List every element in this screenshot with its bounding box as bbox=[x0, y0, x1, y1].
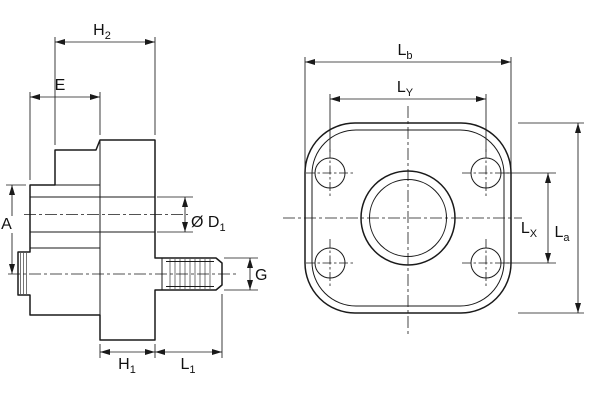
bolt-hole-centermarks bbox=[306, 149, 510, 287]
lb-extension-lines bbox=[304, 57, 512, 170]
dim-e: E bbox=[29, 77, 101, 180]
dim-la: La bbox=[518, 122, 584, 314]
front-view: Lb LY LX La bbox=[283, 42, 584, 336]
dim-ly: LY bbox=[329, 79, 487, 152]
a-label-mask bbox=[0, 216, 14, 233]
side-view: H2 E A Ø D1 G bbox=[0, 22, 267, 376]
h1-l1-extension-lines bbox=[99, 294, 223, 358]
e-extension-lines bbox=[29, 92, 101, 180]
la-extension-lines bbox=[518, 122, 584, 314]
side-part-outline bbox=[17, 139, 223, 341]
dim-label-lx: LX bbox=[521, 220, 538, 240]
ly-extension-lines bbox=[329, 94, 487, 152]
dim-label-e: E bbox=[55, 77, 66, 94]
dim-label-ly: LY bbox=[397, 79, 414, 99]
dim-a: A bbox=[0, 184, 26, 274]
h2-extension-lines bbox=[54, 37, 156, 145]
port-thread-hatch bbox=[20, 253, 27, 294]
bolt-holes bbox=[306, 149, 510, 287]
dim-label-h1: H1 bbox=[118, 356, 136, 376]
dim-g: G bbox=[224, 257, 267, 291]
dim-label-g: G bbox=[255, 267, 267, 284]
dim-d1: Ø D1 bbox=[157, 196, 226, 234]
dim-label-la: La bbox=[554, 224, 570, 244]
flange-centerlines bbox=[283, 106, 522, 336]
dim-label-d1: Ø D1 bbox=[191, 214, 226, 234]
side-part-inner-edges bbox=[30, 141, 214, 315]
bore-lines bbox=[30, 196, 155, 233]
dim-label-l1: L1 bbox=[180, 356, 195, 376]
dim-label-lb: Lb bbox=[397, 42, 412, 62]
dim-lx: LX bbox=[503, 172, 556, 264]
dim-h2: H2 bbox=[54, 22, 156, 145]
dim-h1-l1: H1 L1 bbox=[99, 294, 223, 376]
dim-lb: Lb bbox=[304, 42, 512, 170]
dim-label-h2: H2 bbox=[93, 22, 111, 42]
dim-label-a: A bbox=[1, 216, 12, 233]
